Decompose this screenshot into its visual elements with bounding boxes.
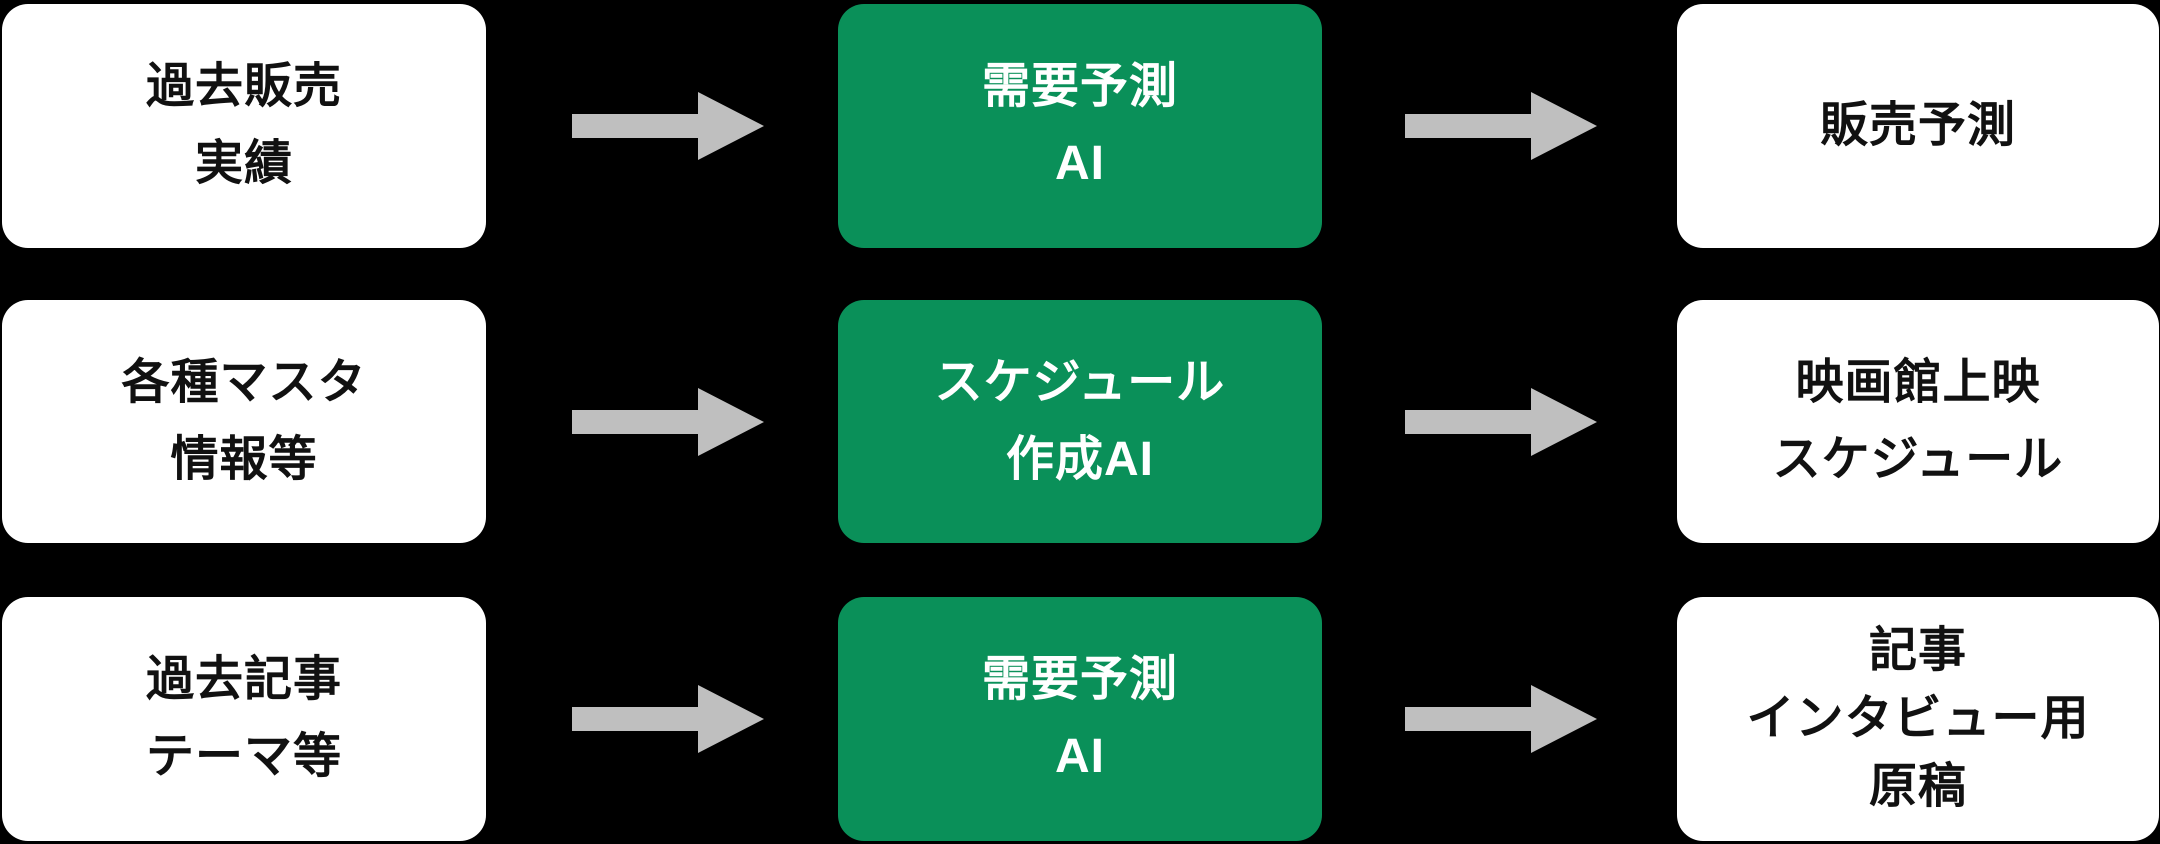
box-text-line: AI <box>1055 137 1105 190</box>
box-text-line: 過去販売 <box>145 60 342 114</box>
box-text-line: 販売予測 <box>1819 98 2016 152</box>
output-box-row1: 販売予測 <box>1677 4 2159 248</box>
box-text-line: 映画館上映 <box>1795 355 2041 409</box>
box-text-line: 原稿 <box>1868 760 1967 814</box>
box-text-line: スケジュール <box>1772 432 2064 486</box>
ai-box-row3: 需要予測 AI <box>838 597 1322 841</box>
arrow-right-icon <box>572 685 764 753</box>
output-box-row2: 映画館上映 スケジュール <box>1677 300 2159 543</box>
arrow-right-icon <box>1405 92 1597 160</box>
arrow-right-icon <box>1405 388 1597 456</box>
output-box-row3: 記事 インタビュー用 原稿 <box>1677 597 2159 841</box>
input-box-row1: 過去販売 実績 <box>2 4 486 248</box>
box-text-line: 記事 <box>1868 623 1967 677</box>
box-text-line: スケジュール <box>934 355 1226 409</box>
ai-box-row1: 需要予測 AI <box>838 4 1322 248</box>
input-box-row2: 各種マスタ 情報等 <box>2 300 486 543</box>
arrow-right-icon <box>572 388 764 456</box>
box-text-line: 過去記事 <box>145 653 342 707</box>
box-text-line: 需要予測 <box>981 653 1178 707</box>
box-text-line: 需要予測 <box>981 60 1178 114</box>
box-text-line: 情報等 <box>170 432 318 486</box>
box-text-line: 実績 <box>194 137 293 190</box>
arrow-right-icon <box>572 92 764 160</box>
ai-box-row2: スケジュール 作成AI <box>838 300 1322 543</box>
box-text-line: 作成AI <box>1005 432 1154 486</box>
arrow-right-icon <box>1405 685 1597 753</box>
box-text-line: テーマ等 <box>145 730 342 783</box>
box-text-line: AI <box>1055 730 1105 783</box>
box-text-line: 各種マスタ <box>121 355 367 409</box>
box-text-line: インタビュー用 <box>1746 691 2090 745</box>
input-box-row3: 過去記事 テーマ等 <box>2 597 486 841</box>
